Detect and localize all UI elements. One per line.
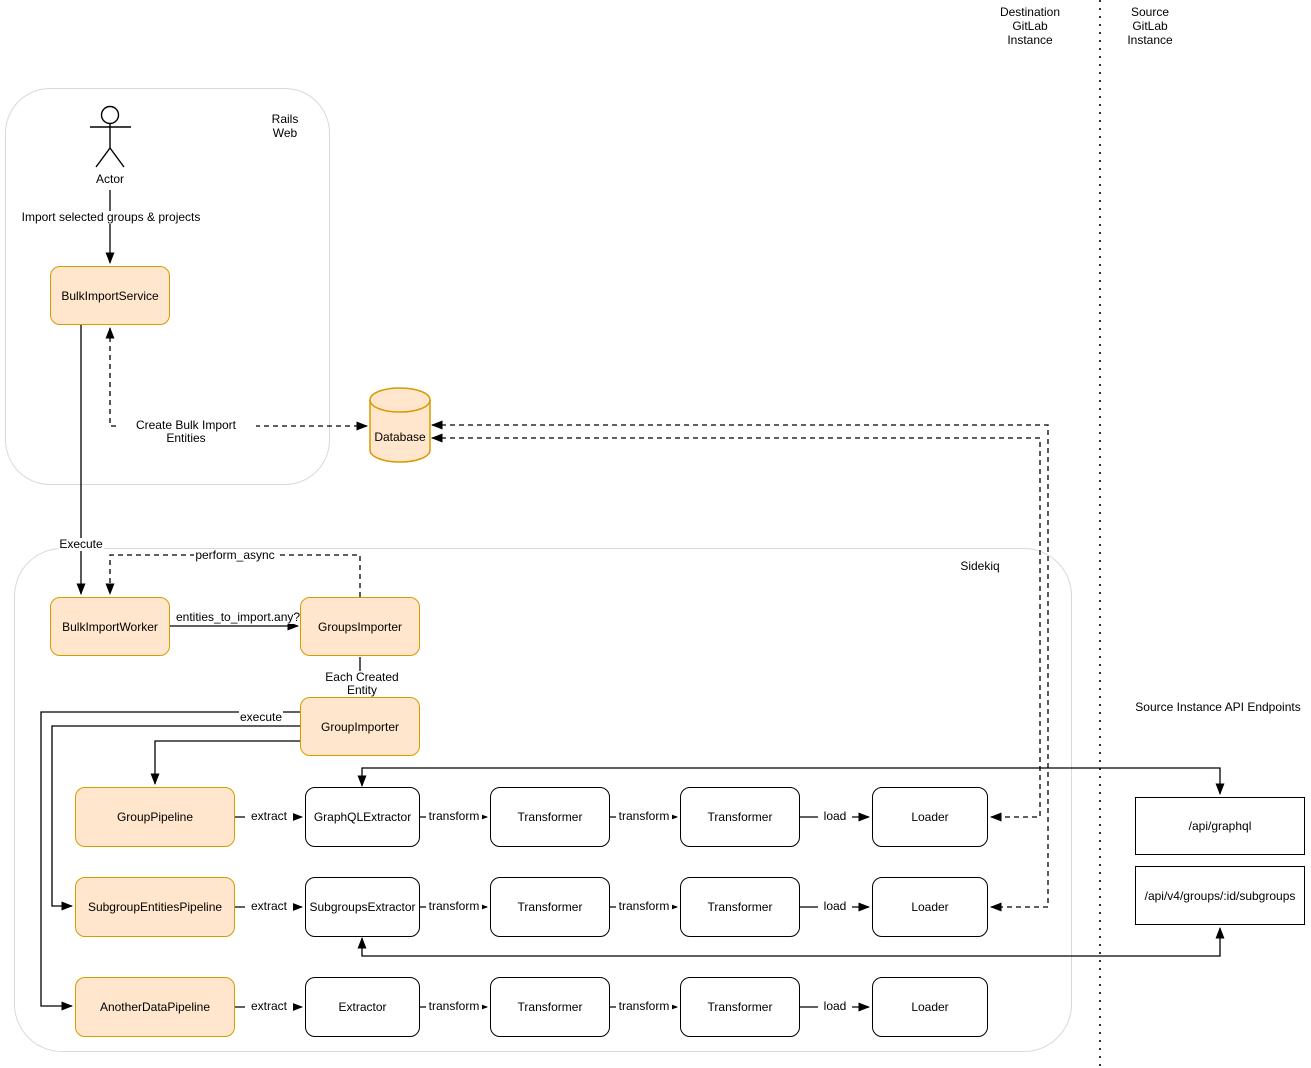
- edge-label-transform1-row3: transform: [426, 1000, 482, 1013]
- sidekiq-label: Sidekiq: [960, 559, 1000, 573]
- node-groupsimporter: GroupsImporter: [300, 597, 420, 656]
- edge-subgroupsextractor-to-subgroups-endpoint: [357, 926, 1225, 957]
- edge-database-loader-row2: [430, 420, 1049, 912]
- edge-label-transform2-row3: transform: [616, 1000, 672, 1013]
- edge-groupimporter-to-grouppipeline: [150, 740, 300, 786]
- node-subgroupentitiespipeline: SubgroupEntitiesPipeline: [75, 877, 235, 937]
- database-label: Database: [374, 430, 426, 444]
- edge-label-transform1-row2: transform: [426, 900, 482, 913]
- node-subgroupsextractor: SubgroupsExtractor: [305, 877, 420, 937]
- endpoint-subgroups: /api/v4/groups/:id/subgroups: [1135, 866, 1305, 925]
- edge-label-each-created-entity: Each Created Entity: [308, 671, 416, 697]
- actor-label: Actor: [95, 172, 124, 186]
- rails-web-container: [5, 88, 330, 485]
- node-transformer-row2-a: Transformer: [490, 877, 610, 937]
- endpoint-graphql: /api/graphql: [1135, 797, 1305, 855]
- node-groupimporter: GroupImporter: [300, 697, 420, 756]
- actor-icon: [90, 105, 131, 168]
- node-graphqlextractor: GraphQLExtractor: [305, 787, 420, 847]
- node-bulkimportservice: BulkImportService: [50, 266, 170, 325]
- node-transformer-row2-b: Transformer: [680, 877, 800, 937]
- node-extractor: Extractor: [305, 977, 420, 1037]
- edge-groupimporter-to-subgroupentitiespipeline: [51, 725, 300, 911]
- node-loader-row1: Loader: [872, 787, 988, 847]
- edge-label-transform2-row2: transform: [616, 900, 672, 913]
- edge-label-execute: Execute: [58, 537, 104, 551]
- node-transformer-row3-a: Transformer: [490, 977, 610, 1037]
- lane-label-source: Source GitLab Instance: [1127, 5, 1173, 47]
- rails-web-label: Rails Web: [271, 112, 299, 140]
- edge-label-load-row1: load: [818, 810, 852, 823]
- api-endpoints-title: Source Instance API Endpoints: [1135, 700, 1301, 714]
- edge-label-load-row3: load: [818, 1000, 852, 1013]
- node-bulkimportworker: BulkImportWorker: [50, 597, 170, 656]
- node-grouppipeline: GroupPipeline: [75, 787, 235, 847]
- edge-create-bulk-import-entities: [105, 326, 369, 431]
- edge-label-transform1-row1: transform: [426, 810, 482, 823]
- node-transformer-row1-a: Transformer: [490, 787, 610, 847]
- edge-label-execute-small: execute: [239, 710, 283, 724]
- edge-label-extract-row1: extract: [245, 810, 293, 823]
- edge-label-perform-async: perform_async: [194, 548, 276, 562]
- edge-label-load-row2: load: [818, 900, 852, 913]
- lane-label-destination: Destination GitLab Instance: [999, 5, 1061, 47]
- node-loader-row3: Loader: [872, 977, 988, 1037]
- edge-label-extract-row3: extract: [245, 1000, 293, 1013]
- edge-groupimporter-to-anotherdatapipeline: [40, 711, 300, 1011]
- edge-label-import-selected: Import selected groups & projects: [12, 211, 210, 224]
- edge-label-extract-row2: extract: [245, 900, 293, 913]
- node-transformer-row3-b: Transformer: [680, 977, 800, 1037]
- edge-database-loader-row1: [430, 433, 1041, 822]
- node-loader-row2: Loader: [872, 877, 988, 937]
- node-transformer-row1-b: Transformer: [680, 787, 800, 847]
- edge-label-create-bulk-import-entities: Create Bulk Import Entities: [116, 419, 256, 445]
- edge-label-transform2-row1: transform: [616, 810, 672, 823]
- edge-label-entities-to-import: entities_to_import.any?: [175, 610, 301, 624]
- database-icon: [369, 387, 431, 463]
- node-anotherdatapipeline: AnotherDataPipeline: [75, 977, 235, 1037]
